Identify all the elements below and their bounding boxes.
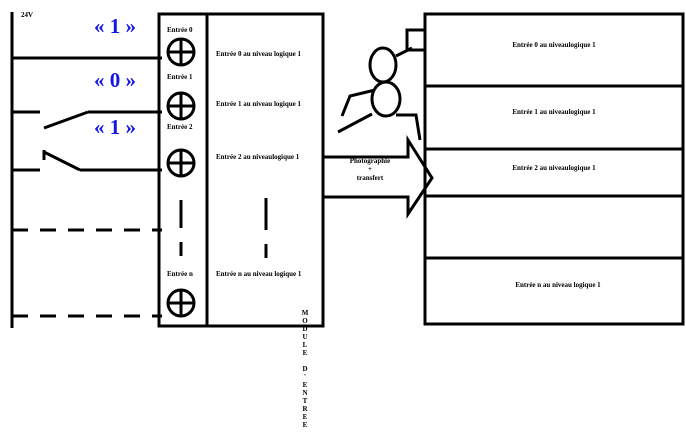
terminal-0 [166,37,196,67]
photographer-figure [337,28,427,141]
input-label-1: Entrée 1 [167,73,193,81]
memory-row-1: Entrée 1 au niveaulogique 1 [512,108,596,116]
logic-mark-1: « 0 » [94,68,136,92]
transfer-label-2: + [368,165,372,173]
input-label-2: Entrée 2 [167,123,193,131]
transfer-label-3: transfert [357,174,384,182]
input-module-box [157,12,325,328]
terminal-1 [166,91,196,121]
state-label-1: Entrée 1 au niveau logique 1 [216,100,301,108]
memory-table [423,12,685,326]
state-label-n: Entrée n au niveau logique 1 [216,270,302,278]
memory-row-n: Entrée n au niveau logique 1 [515,281,601,289]
memory-row-0: Entrée 0 au niveaulogique 1 [512,41,596,49]
logic-mark-2: « 1 » [94,115,136,139]
memory-row-2: Entrée 2 au niveaulogique 1 [512,164,596,172]
switch-closed [43,150,81,172]
transfer-arrow [321,134,434,219]
logic-mark-0: « 1 » [94,14,136,38]
state-label-2: Entrée 2 au niveaulogique 1 [216,153,300,161]
terminal-2 [166,148,196,178]
state-label-0: Entrée 0 au niveau logique 1 [216,50,301,58]
switch-open [43,110,89,130]
transfer-label-1: Photographie [350,157,390,165]
supply-voltage-label: 24V [21,11,33,19]
terminal-n [166,288,196,318]
input-label-n: Entrée n [167,270,193,278]
input-label-0: Entrée 0 [167,26,193,34]
